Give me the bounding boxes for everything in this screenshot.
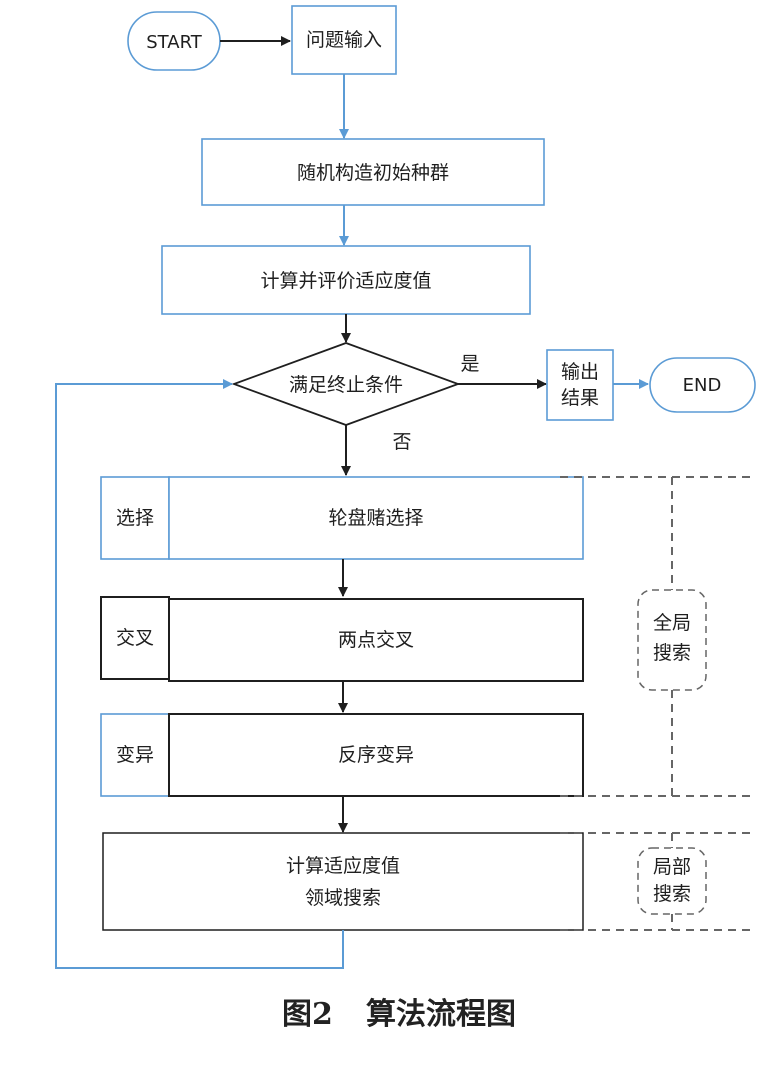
init-population-label: 随机构造初始种群 <box>297 162 449 184</box>
mutate-main-box <box>168 713 584 797</box>
output-label-line2: 结果 <box>561 387 599 409</box>
decision-label: 满足终止条件 <box>289 374 403 396</box>
output-box <box>546 349 614 421</box>
cross-main-label: 两点交叉 <box>338 629 414 651</box>
local-search-group: 局部 搜索 <box>560 832 755 931</box>
local-search-line2: 领域搜索 <box>305 887 381 909</box>
local-search-badge-line2: 搜索 <box>653 883 691 905</box>
cross-tag-box <box>100 596 170 680</box>
global-search-line1: 全局 <box>653 612 691 634</box>
local-search-line1: 计算适应度值 <box>286 855 400 877</box>
mutate-tag-label: 变异 <box>116 744 154 766</box>
select-tag-label: 选择 <box>116 507 154 529</box>
cross-tag-label: 交叉 <box>116 627 154 649</box>
init-population-box <box>201 138 545 206</box>
input-label: 问题输入 <box>306 29 382 51</box>
no-label: 否 <box>392 431 411 453</box>
local-search-badge-line1: 局部 <box>653 856 691 878</box>
select-main-box <box>168 476 584 560</box>
figure-title: 算法流程图 <box>366 997 516 1032</box>
global-search-badge <box>637 589 707 691</box>
local-search-badge <box>637 847 707 915</box>
end-label: END <box>683 375 722 396</box>
local-search-box <box>102 832 584 931</box>
input-box <box>291 5 397 75</box>
global-search-group: 全局 搜索 <box>560 476 755 797</box>
fitness-label: 计算并评价适应度值 <box>260 270 431 292</box>
start-label: START <box>146 32 203 53</box>
cross-main-box <box>168 598 584 682</box>
output-label-line1: 输出 <box>561 361 599 383</box>
figure-number: 图2 <box>282 997 333 1032</box>
yes-label: 是 <box>460 353 479 375</box>
edge-local-loop-back <box>55 379 344 969</box>
end-terminal <box>649 357 756 413</box>
fitness-box <box>161 245 531 315</box>
global-search-line2: 搜索 <box>653 642 691 664</box>
select-main-label: 轮盘赌选择 <box>328 507 423 529</box>
mutate-tag-box <box>100 713 170 797</box>
mutate-main-label: 反序变异 <box>338 744 414 766</box>
